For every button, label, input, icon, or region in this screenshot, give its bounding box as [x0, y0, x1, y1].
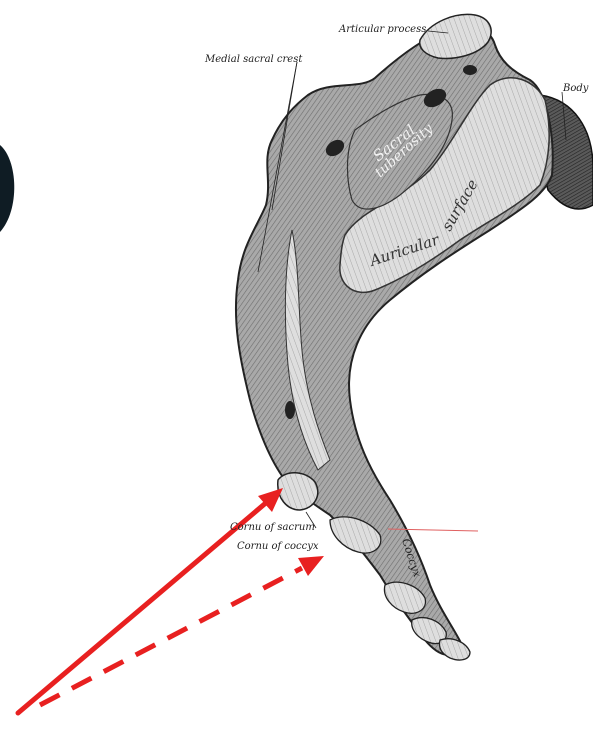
label-body: Body	[563, 83, 588, 95]
label-articular-process: Articular process	[339, 24, 426, 36]
foramen	[463, 65, 477, 75]
dark-badge-edge	[0, 145, 14, 232]
foramen	[285, 401, 295, 419]
label-medial-sacral-crest: Medial sacral crest	[205, 54, 302, 66]
coccyx-segment	[439, 639, 470, 660]
label-cornu-of-coccyx: Cornu of coccyx	[237, 541, 319, 553]
label-cornu-of-sacrum: Cornu of sacrum	[230, 522, 315, 534]
cornu-of-sacrum-knob	[278, 473, 318, 510]
red-arrow-dashed	[40, 556, 324, 705]
